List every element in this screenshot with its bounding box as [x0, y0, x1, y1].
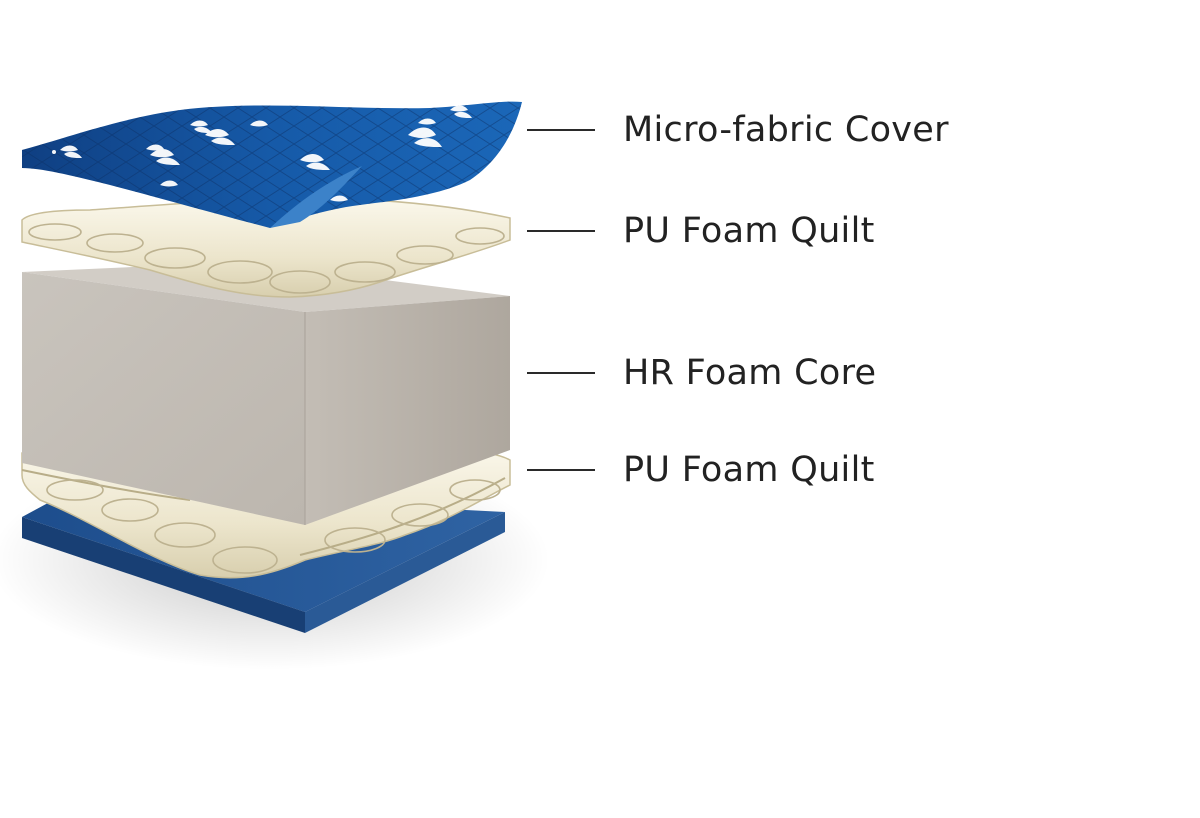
- leader-line: [527, 372, 595, 374]
- micro-fabric-cover: [22, 101, 522, 228]
- layer-label-pu-foam-quilt-top: PU Foam Quilt: [527, 211, 875, 251]
- layer-label-micro-fabric-cover: Micro-fabric Cover: [527, 110, 949, 150]
- hr-foam-core: [22, 262, 510, 525]
- leader-line: [527, 230, 595, 232]
- leader-line: [527, 129, 595, 131]
- layer-label-text: Micro-fabric Cover: [623, 110, 949, 150]
- layer-label-text: PU Foam Quilt: [623, 450, 875, 490]
- layer-label-pu-foam-quilt-bottom: PU Foam Quilt: [527, 450, 875, 490]
- upper-quilt: [21, 197, 511, 298]
- leader-line: [527, 469, 595, 471]
- layer-label-hr-foam-core: HR Foam Core: [527, 353, 876, 393]
- layer-label-text: PU Foam Quilt: [623, 211, 875, 251]
- layer-label-text: HR Foam Core: [623, 353, 877, 393]
